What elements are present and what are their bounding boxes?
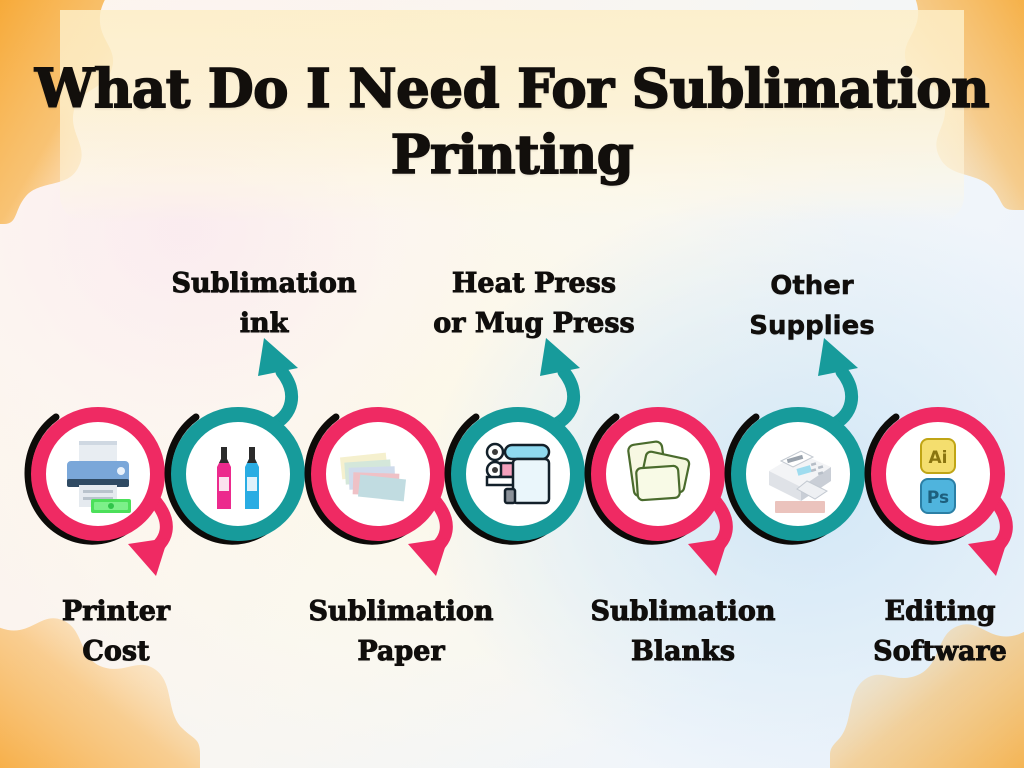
svg-text:Ai: Ai <box>929 448 948 468</box>
node-sublimation-ink[interactable] <box>164 402 312 550</box>
label-sublimation-blanks: Sublimation Blanks <box>590 596 776 668</box>
paper-sheets-icon <box>335 433 421 519</box>
label-printer-cost: Printer Cost <box>61 596 171 668</box>
supplies-printer-icon <box>755 433 841 519</box>
printer-with-money-icon <box>55 433 141 519</box>
design-software-icon: Ai Ps <box>895 433 981 519</box>
label-sublimation-ink: Sublimation ink <box>171 268 357 340</box>
blank-cards-icon <box>615 433 701 519</box>
label-sublimation-paper: Sublimation Paper <box>308 596 494 668</box>
node-heat-press[interactable] <box>444 402 592 550</box>
adobe-illustrator-badge: Ai <box>920 438 956 474</box>
title-banner <box>60 10 964 222</box>
label-editing-software: Editing Software <box>873 596 1008 668</box>
ink-bottles-icon <box>195 433 281 519</box>
node-editing-software[interactable]: Ai Ps <box>864 402 1012 550</box>
node-other-supplies[interactable] <box>724 402 872 550</box>
svg-text:Ps: Ps <box>927 488 949 508</box>
label-heat-press: Heat Press or Mug Press <box>433 268 635 340</box>
node-printer-cost[interactable] <box>24 402 172 550</box>
node-sublimation-paper[interactable] <box>304 402 452 550</box>
heat-press-roller-icon <box>475 433 561 519</box>
adobe-photoshop-badge: Ps <box>920 478 956 514</box>
page-title: What Do I Need For Sublimation Printing <box>34 57 990 187</box>
node-sublimation-blanks[interactable] <box>584 402 732 550</box>
label-other-supplies: Other Supplies <box>749 271 875 342</box>
